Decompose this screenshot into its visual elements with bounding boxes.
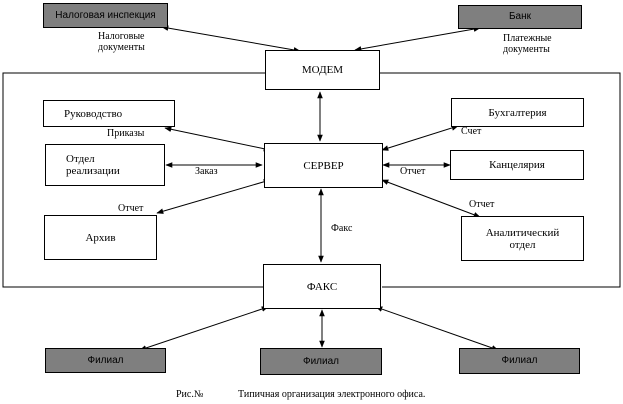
label-tax-documents: Налоговые документы — [98, 31, 145, 53]
node-analytics: Аналитический отдел — [461, 216, 584, 261]
node-office: Канцелярия — [450, 150, 584, 180]
node-fax: ФАКС — [263, 264, 381, 309]
figure-number: Рис.№ — [176, 389, 204, 400]
node-modem: МОДЕМ — [265, 50, 380, 90]
figure-caption: Типичная организация электронного офиса. — [238, 389, 426, 400]
label-payment-documents: Платежные документы — [503, 33, 552, 55]
edge-fax-branch3 — [375, 306, 499, 351]
label-report-analytics: Отчет — [469, 199, 495, 210]
node-branch-3: Филиал — [459, 348, 580, 374]
node-bank: Банк — [458, 5, 582, 29]
edge-archive-server — [156, 179, 271, 214]
node-branch-2: Филиал — [260, 348, 382, 375]
office-boundary — [2, 72, 265, 288]
label-order: Заказ — [195, 166, 218, 177]
label-report-archive: Отчет — [118, 203, 144, 214]
edge-management-server — [164, 126, 271, 152]
node-management: Руководство — [43, 100, 175, 127]
node-branch-1: Филиал — [45, 348, 166, 373]
office-boundary-right — [380, 72, 621, 288]
edge-analytics-server — [381, 179, 481, 218]
label-fax: Факс — [331, 223, 353, 234]
edge-fax-branch1 — [139, 306, 269, 351]
label-orders: Приказы — [107, 128, 145, 139]
node-tax-inspection: Налоговая инспекция — [43, 3, 168, 28]
edge-tax-modem — [161, 25, 301, 53]
node-sales: Отдел реализации — [45, 144, 165, 186]
node-archive: Архив — [44, 215, 157, 260]
edge-accounting-server — [381, 125, 459, 151]
label-report-office: Отчет — [400, 166, 426, 177]
node-server: СЕРВЕР — [264, 143, 383, 188]
edge-bank-modem — [354, 26, 481, 52]
label-invoice: Счет — [461, 126, 482, 137]
node-accounting: Бухгалтерия — [451, 98, 584, 127]
